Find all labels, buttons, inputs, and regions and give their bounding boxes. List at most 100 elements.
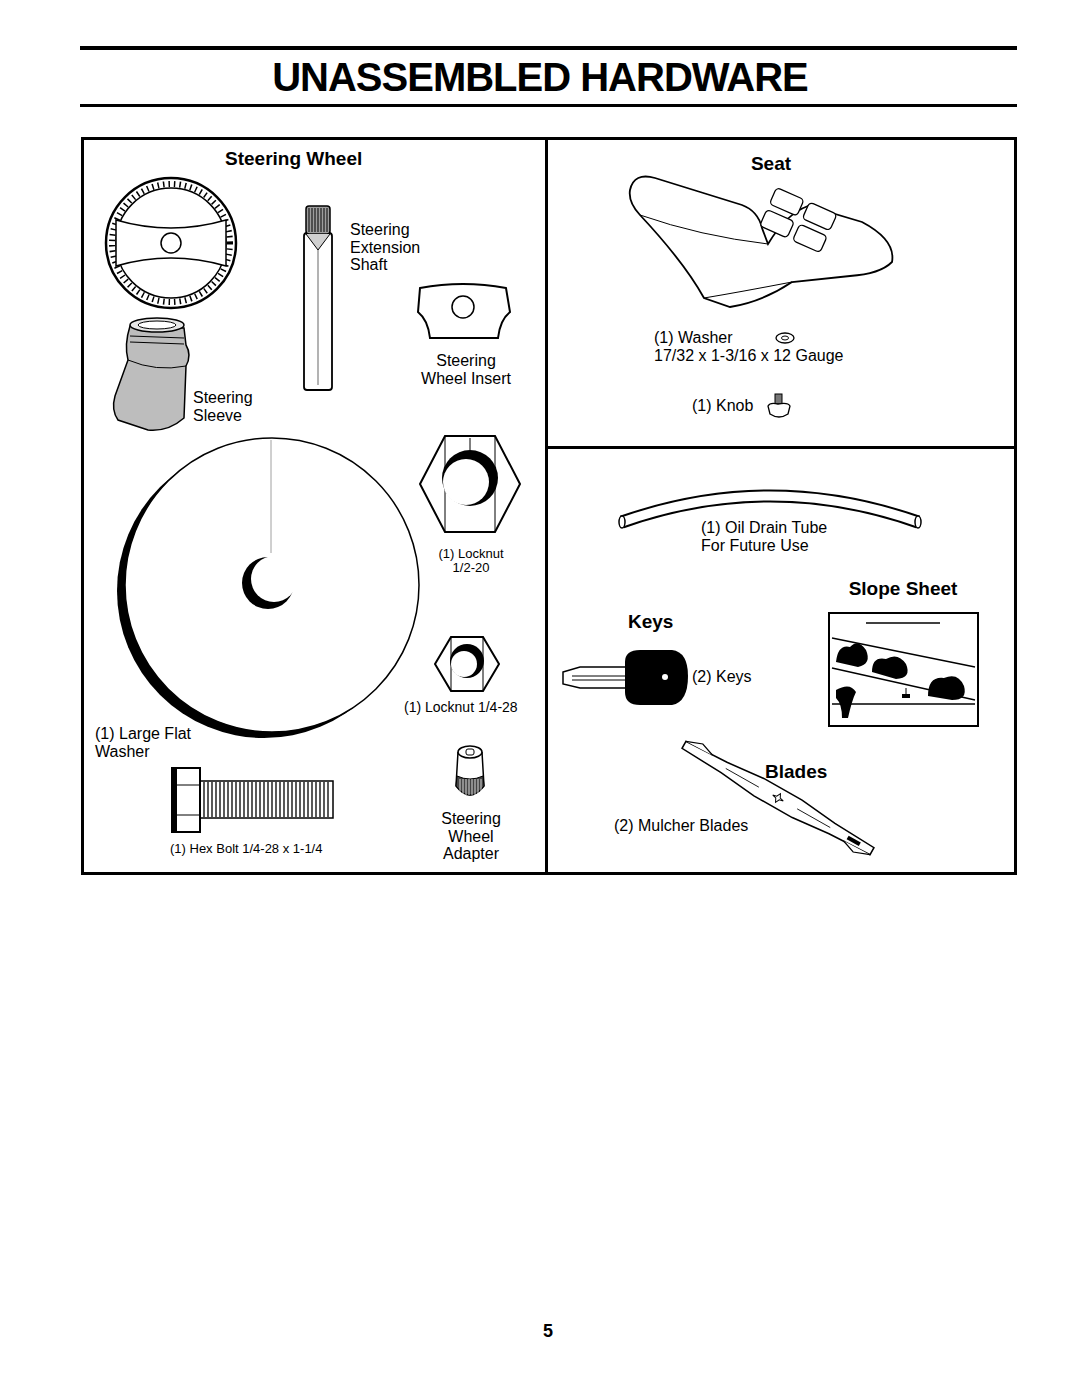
part-label: (1) Locknut 1/4-28 [404,700,518,715]
locknut-large-part [420,436,520,532]
null-part-part [802,202,837,231]
key-part [572,676,628,677]
knurl-line [312,208,313,232]
steering-wheel-panel: Steering WheelSteering Extension ShaftSt… [81,137,548,875]
hex-bolt-part [200,781,333,818]
slope-sheet-drawing [832,623,975,718]
slope-sheet-drawing-part [872,656,908,679]
part-label: (2) Mulcher Blades [614,817,748,835]
large-flat-washer-part [125,438,419,732]
large-flat-washer-part [271,440,272,553]
steering-sleeve-part [114,326,189,430]
bolt-thread [275,782,276,817]
locknut-large [420,436,520,532]
steering-extension-shaft-part [306,206,330,234]
mulcher-blade-part [847,836,861,846]
steering-wheel-part [112,184,230,302]
locknut-large-part [470,438,471,450]
mulcher-blade-part [797,809,830,828]
section-heading: Blades [765,762,827,783]
null-part-part [793,224,828,253]
knurl-line [315,208,316,232]
knurl-line [324,208,325,232]
key-part [625,650,688,705]
hex-bolt-part [172,768,200,832]
bolt-thread [255,782,256,817]
key-part [572,680,628,681]
seat-washer-icon-part [776,333,794,343]
bolt-thread [207,782,208,817]
panel-heading: Steering Wheel [225,149,362,170]
locknut-large-part [442,450,498,506]
steering-wheel-part [116,188,226,298]
part-label: (1) Washer [654,329,733,347]
steering-extension-shaft-part [318,250,319,385]
steering-wheel-insert-part [452,296,474,318]
large-flat-washer [117,438,419,738]
adapter-rib [463,779,464,795]
knurl-line [309,208,310,232]
adapter-rib [469,779,470,795]
slope-sheet-drawing-part [866,622,940,624]
steering-extension-shaft-part [304,233,332,390]
seat-part [640,215,768,244]
bolt-thread [215,782,216,817]
bolt-thread [267,782,268,817]
part-label: Steering Extension Shaft [350,221,420,274]
seat-part [630,177,893,308]
mulcher-blade-part [770,791,785,806]
bolt-threads [204,782,328,817]
locknut-small-part [435,637,499,691]
adapter-ribs [460,779,481,795]
slope-sheet-drawing-part [928,676,965,700]
steering-sleeve [114,318,189,430]
slope-sheet-drawing-part [906,688,907,694]
bolt-thread [299,782,300,817]
hex-bolt [172,768,333,832]
knob-icon [768,394,790,417]
key-part [563,667,630,688]
section-heading: Keys [628,612,673,633]
slope-sheet-drawing-part [832,703,975,704]
knob-icon-part [768,403,790,417]
adapter-rib [475,779,476,795]
steering-sleeve-part [130,342,184,344]
bolt-thread [243,782,244,817]
panel-heading: Seat [751,154,791,175]
mulcher-blade-part [686,736,715,756]
page-number: 5 [543,1322,553,1342]
bolt-thread [211,782,212,817]
bolt-thread [231,782,232,817]
slope-sheet-box: Slope Sheet [828,612,979,727]
adapter-rib [460,779,461,795]
mulcher-blade-part [679,736,877,860]
steering-wheel-part [161,233,181,253]
seat-part [704,282,792,298]
part-label: Steering Wheel Adapter [441,810,501,863]
adapter-rib [478,779,479,795]
knurl-line [318,208,319,232]
seat-washer-icon-part [782,336,789,340]
bolt-thread [251,782,252,817]
part-label: (1) Knob [692,397,753,415]
bolt-thread [271,782,272,817]
part-label: (1) Large Flat Washer [95,725,220,760]
bolt-thread [319,782,320,817]
steering-wheel-adapter-part [458,746,482,758]
null-part-part [769,187,804,216]
locknut-small [435,637,499,691]
oil-drain-tube-part [915,516,921,528]
part-label: (1) Locknut 1/2-20 [431,547,511,576]
section-heading: Slope Sheet [849,579,958,600]
bolt-thread [239,782,240,817]
null-part-part [760,209,795,238]
slope-sheet-drawing-part [836,643,868,667]
key-part [662,674,668,680]
bolt-thread [227,782,228,817]
steering-wheel-part [106,178,236,308]
adapter-rib [481,779,482,795]
locknut-small-part [450,644,484,678]
bolt-thread [327,782,328,817]
steering-wheel-insert [418,284,510,338]
